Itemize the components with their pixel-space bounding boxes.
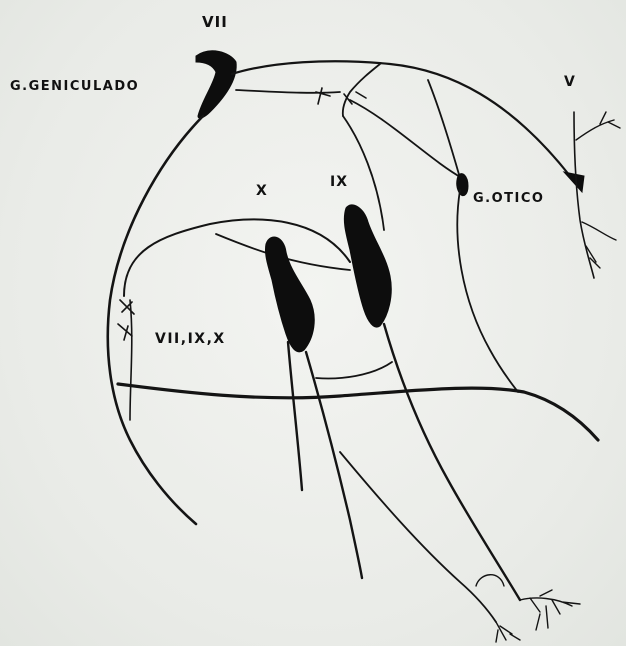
fork-branch-2 [316, 88, 366, 104]
label-nerve-vii: VII [202, 15, 228, 30]
label-combined-nerves: VII,IX,X [155, 332, 226, 346]
terminal-branches-lower [496, 622, 520, 642]
otic-ganglion-shape [457, 174, 468, 196]
ganglion-lower-branch [236, 90, 340, 93]
upper-arc-to-trigeminal [232, 61, 570, 176]
vagus-ganglion-shape [265, 237, 314, 352]
arc-to-otic-descent [428, 80, 460, 178]
terminal-branches-right [520, 590, 580, 630]
label-geniculate-ganglion: G.GENICULADO [10, 80, 139, 93]
label-nerve-v: V [564, 75, 576, 89]
jacobson-loop [124, 219, 350, 296]
otic-descending-nerve [457, 190, 518, 392]
trigeminal-ganglion-shape [564, 172, 584, 192]
facial-nerve-outer-arc [108, 116, 203, 524]
vagus-trunk-right [306, 352, 362, 578]
combined-trunk [118, 384, 598, 440]
label-nerve-x: X [256, 184, 268, 198]
glossopharyngeal-branch-join [340, 452, 496, 622]
glossopharyngeal-ganglion-shape [344, 205, 391, 327]
label-otic-ganglion: G.OTICO [473, 192, 544, 205]
branch-to-otic [350, 100, 462, 178]
bottom-right-loop [476, 575, 504, 586]
geniculate-ganglion-shape [196, 51, 236, 118]
fork-branch-1 [343, 64, 380, 116]
label-nerve-ix: IX [330, 175, 348, 189]
combined-label-marks [118, 300, 134, 420]
ix-loop-bottom [316, 362, 392, 378]
vagus-trunk-left [288, 342, 302, 490]
